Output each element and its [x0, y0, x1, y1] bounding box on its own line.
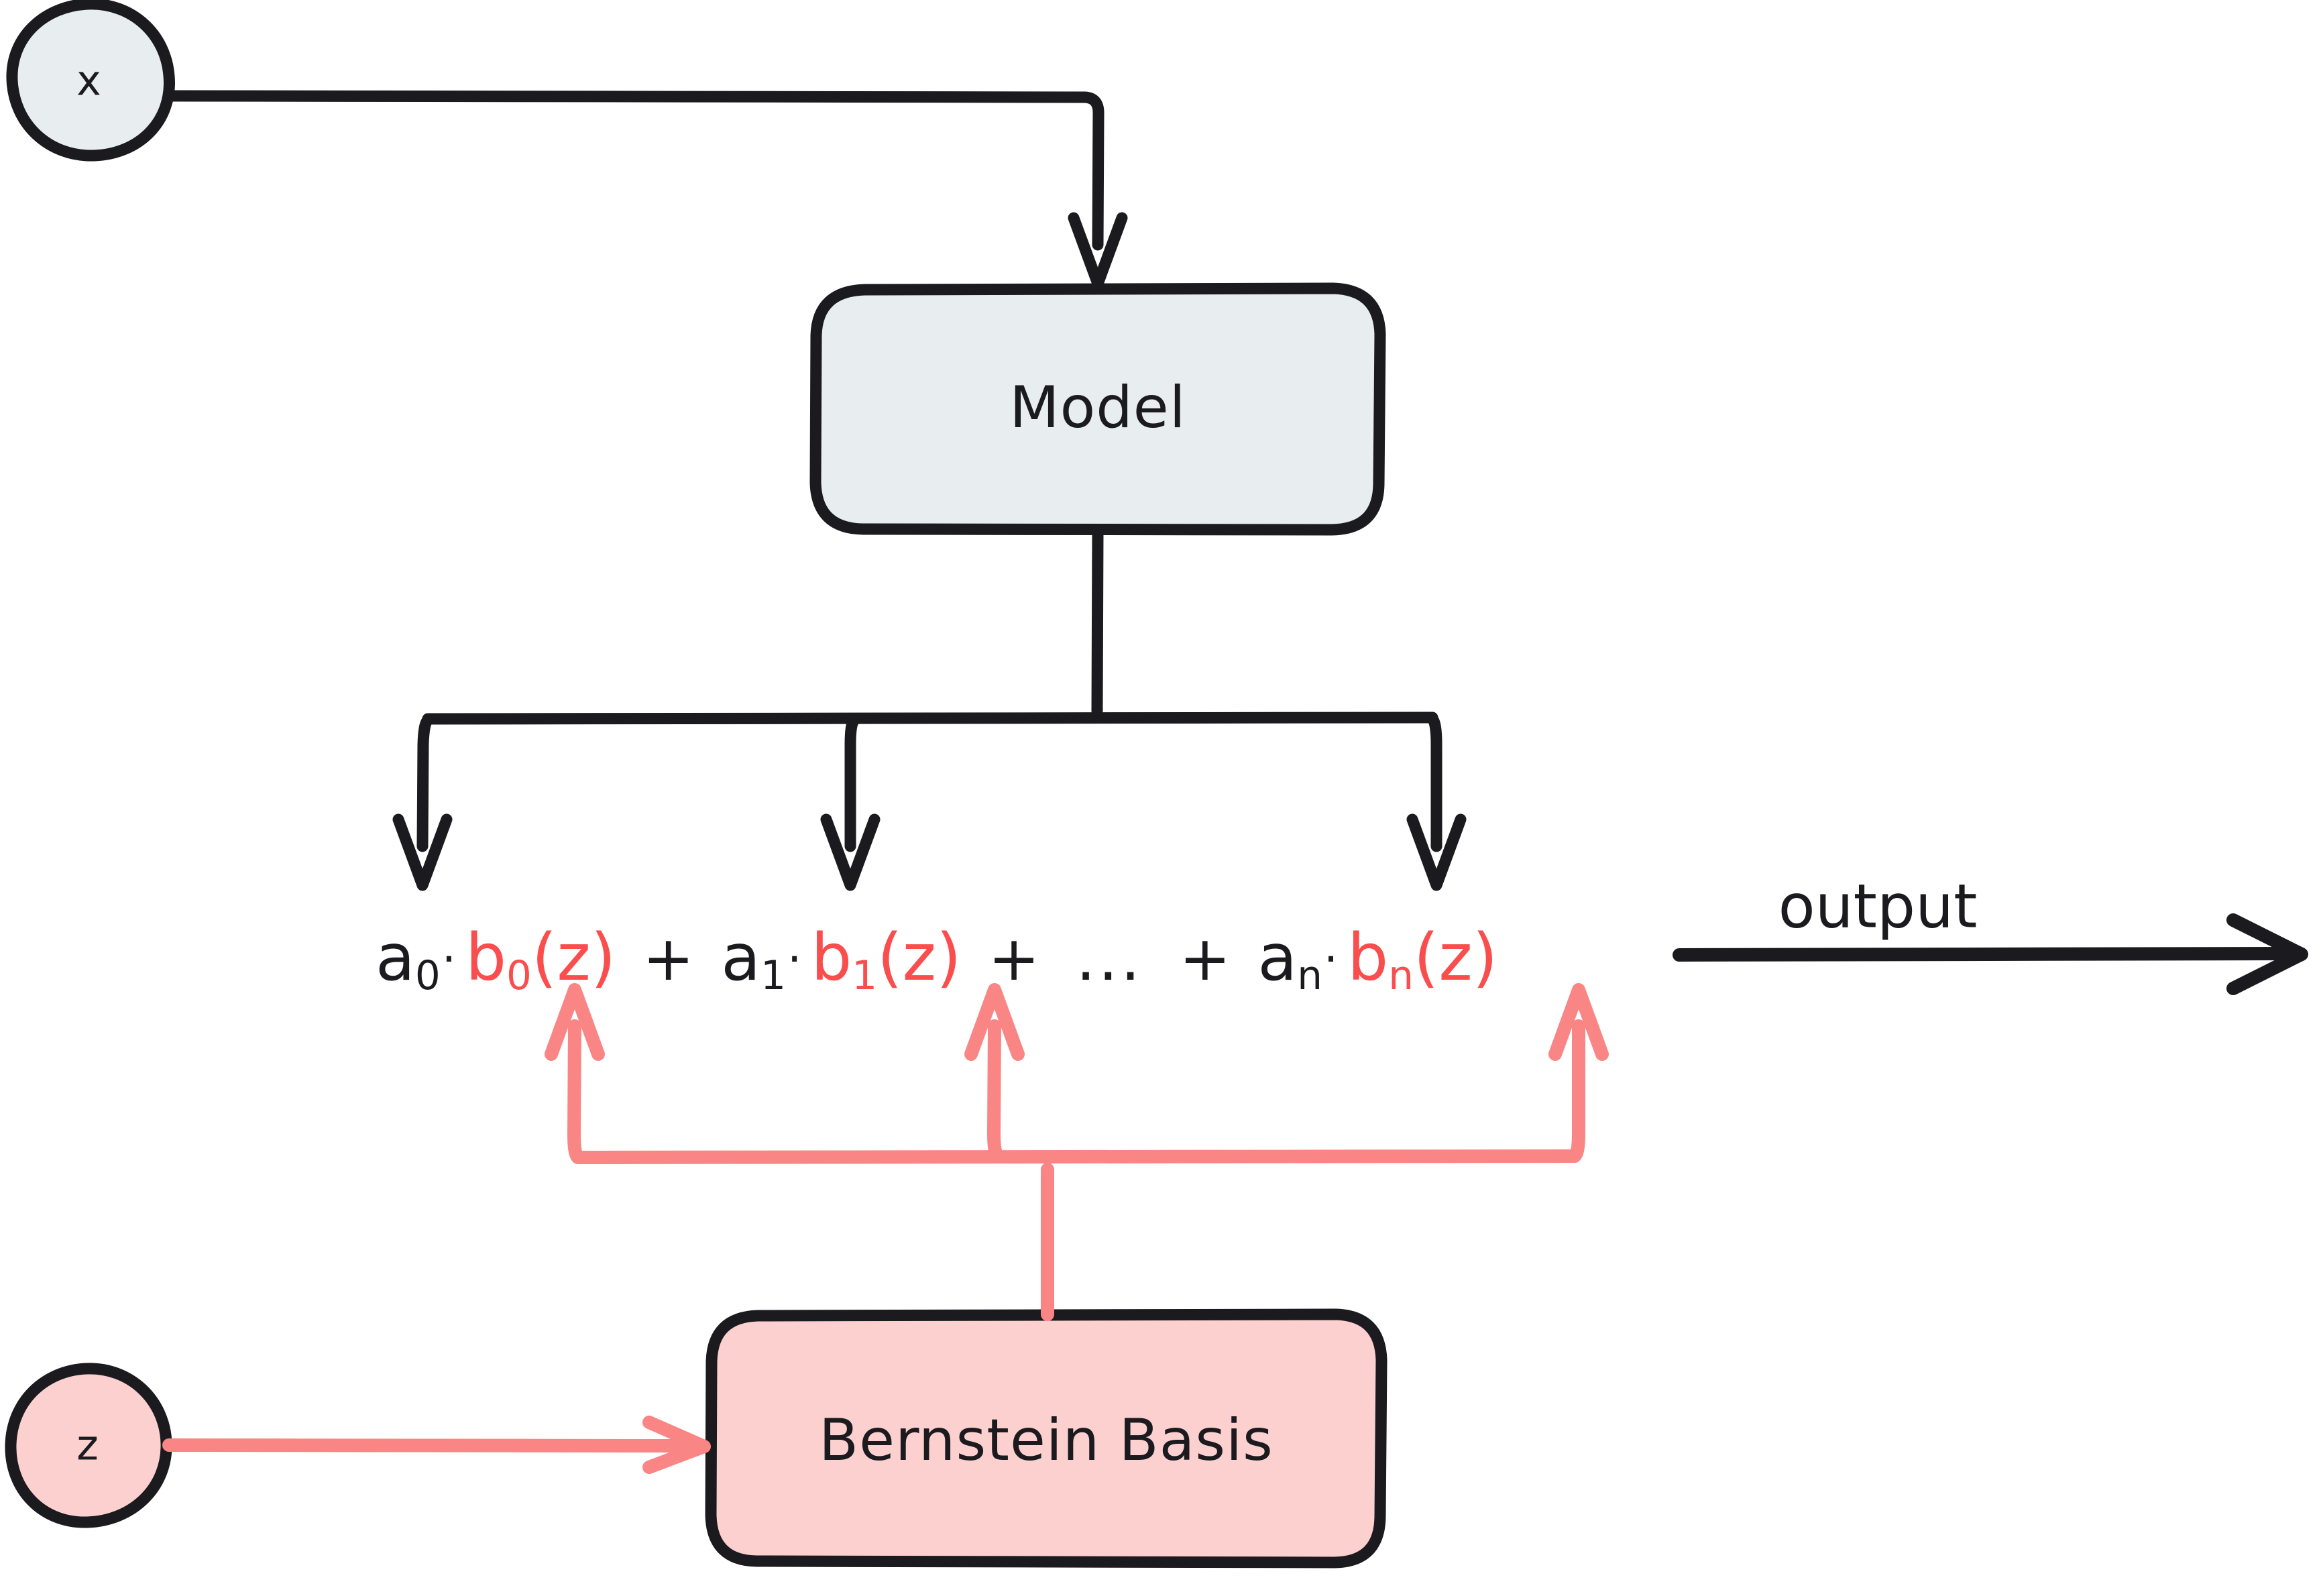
x-input-circle[interactable] — [6, 0, 175, 162]
node-z-input[interactable] — [5, 1363, 172, 1528]
node-model[interactable] — [809, 282, 1386, 536]
formula-plus-0: + — [642, 923, 695, 994]
term-0-dot: · — [441, 932, 457, 985]
edge-model-to-terms — [392, 525, 1467, 891]
term-1-basis: b1(z) — [811, 920, 962, 1000]
term-1-coefficient: a1 — [721, 920, 786, 1000]
edge-terms-to-output — [1673, 913, 2308, 995]
arrowhead-term-n — [1406, 813, 1467, 891]
formula-term-n: an· bn(z) — [1257, 920, 1498, 1000]
arrowhead-basis-1 — [964, 983, 1025, 1061]
arrowhead-basis-n — [1548, 983, 1609, 1061]
output-label: output — [1768, 871, 1987, 942]
term-0-coefficient: a0 — [376, 920, 441, 1000]
arrowhead-term-0 — [392, 813, 453, 891]
arrowhead-term-1 — [820, 813, 881, 891]
formula-term-1: a1· b1(z) — [721, 920, 962, 1000]
term-n-dot: · — [1323, 932, 1339, 985]
basis-expansion-formula: a0· b0(z) + a1· b1(z) + ... + an· bn(z) — [376, 920, 1498, 1000]
arrowhead-output — [2226, 913, 2308, 995]
formula-plus-2: + — [1179, 923, 1231, 994]
formula-term-0: a0· b0(z) — [376, 920, 616, 1000]
term-n-coefficient: an — [1257, 920, 1322, 1000]
arrowhead-z-to-bernstein — [642, 1416, 711, 1474]
bernstein-basis-box[interactable] — [705, 1308, 1388, 1569]
formula-ellipsis: ... — [1076, 923, 1143, 994]
z-input-circle[interactable] — [5, 1363, 172, 1528]
term-0-basis: b0(z) — [465, 920, 616, 1000]
edge-bernstein-to-basis-terms — [545, 983, 1609, 1321]
term-1-dot: · — [787, 932, 802, 985]
edge-z-to-bernstein — [162, 1416, 711, 1474]
formula-plus-1: + — [988, 923, 1040, 994]
arrowhead-basis-0 — [545, 983, 605, 1061]
node-bernstein-basis[interactable] — [705, 1308, 1388, 1569]
term-n-basis: bn(z) — [1347, 920, 1498, 1000]
model-box[interactable] — [809, 282, 1386, 536]
node-x-input[interactable] — [6, 0, 175, 162]
edge-x-to-model — [165, 90, 1128, 290]
